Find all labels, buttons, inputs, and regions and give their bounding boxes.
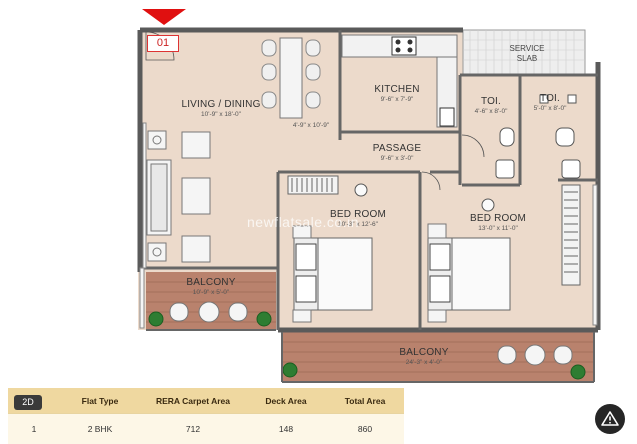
- column-header-flat-type: Flat Type: [60, 388, 140, 414]
- cell-deck-area: 148: [246, 414, 326, 444]
- bed-1: [293, 226, 372, 322]
- room-label-balcony-1: BALCONY 10'-9" x 5'-0": [186, 277, 235, 296]
- room-label-balcony-2: BALCONY 24'-3" x 4'-0": [399, 347, 448, 366]
- room-label-service-slab: SERVICE SLAB: [510, 43, 545, 63]
- column-header-carpet-area: RERA Carpet Area: [140, 388, 246, 414]
- room-label-toilet-2: TOI. 5'-0" x 8'-0": [534, 93, 567, 112]
- view-mode-badge[interactable]: 2D: [14, 395, 42, 410]
- column-header-deck-area: Deck Area: [246, 388, 326, 414]
- bed-2: [428, 224, 510, 322]
- room-label-living: LIVING / DINING 10'-9" x 18'-0": [181, 99, 260, 118]
- cell-carpet-area: 712: [140, 414, 246, 444]
- table-header-row: os. Flat Type RERA Carpet Area Deck Area…: [8, 388, 404, 414]
- unit-location-marker: [142, 9, 186, 25]
- room-label-dining: 4'-9" x 10'-9": [293, 121, 329, 129]
- column-header-total-area: Total Area: [326, 388, 404, 414]
- unit-number: 01: [147, 35, 179, 52]
- room-label-bedroom-2: BED ROOM 13'-0" x 11'-0": [470, 213, 526, 232]
- room-label-passage: PASSAGE 9'-6" x 3'-0": [373, 143, 421, 162]
- table-row: 1 2 BHK 712 148 860: [8, 414, 404, 444]
- wardrobe-2: [562, 185, 580, 285]
- wardrobe-1: [288, 176, 338, 194]
- room-label-kitchen: KITCHEN 9'-6" x 7'-9": [374, 84, 419, 103]
- hob: [392, 37, 416, 55]
- report-button[interactable]: [595, 404, 625, 434]
- floor-plan: 01 LIVING / DINING 10'-9" x 18'-0" 4'-9"…: [0, 0, 637, 385]
- dining-table: [262, 38, 320, 118]
- cell-flat-type: 2 BHK: [60, 414, 140, 444]
- sink: [440, 108, 454, 126]
- cell-sr-no: 1: [8, 414, 60, 444]
- area-table: os. Flat Type RERA Carpet Area Deck Area…: [8, 388, 404, 444]
- cell-total-area: 860: [326, 414, 404, 444]
- room-label-toilet-1: TOI. 4'-6" x 8'-0": [475, 96, 508, 115]
- warning-triangle-icon: [595, 404, 625, 434]
- watermark: newflatsale.co.in: [247, 214, 359, 230]
